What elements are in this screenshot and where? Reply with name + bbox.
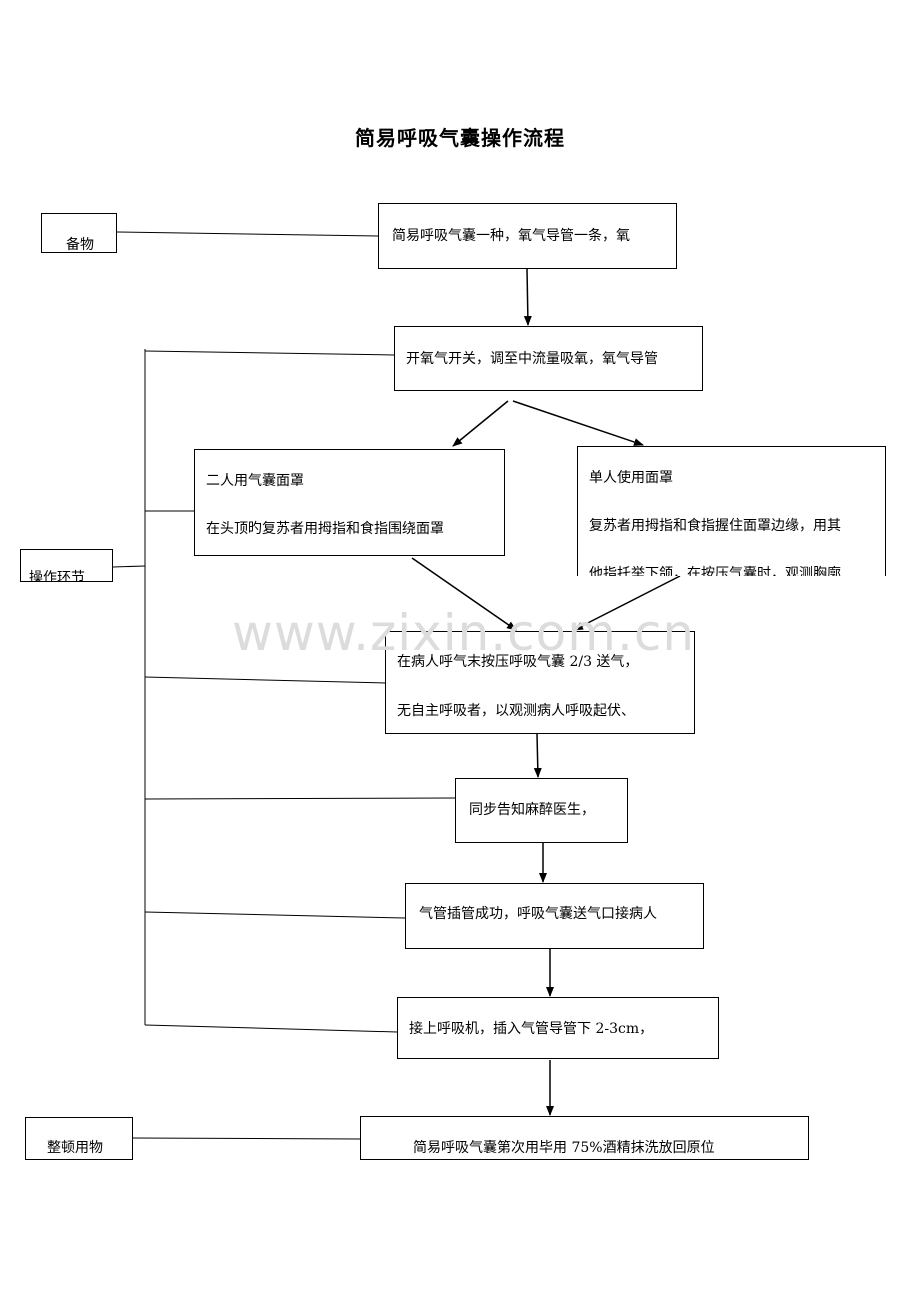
label-operate-text: 操作环节 — [29, 570, 85, 582]
connector-tidy — [132, 1137, 361, 1140]
step-s6-text: 气管插管成功，呼吸气囊送气口接病人 — [419, 906, 657, 922]
bracket-to-s7 — [144, 1024, 398, 1033]
bracket-to-operate — [112, 565, 146, 568]
page-title: 简易呼吸气囊操作流程 — [355, 126, 565, 150]
step-clean-return: 简易呼吸气囊第次用毕用 75%酒精抹洗放回原位 — [360, 1116, 809, 1160]
label-operate: 操作环节 — [20, 549, 113, 582]
step-squeeze-bag: 在病人呼气末按压呼吸气囊 2/3 送气， 无自主呼吸者，以观测病人呼吸起伏、 — [385, 631, 695, 734]
label-tidy: 整顿用物 — [25, 1117, 133, 1160]
step-s5-text: 同步告知麻醉医生， — [469, 802, 595, 818]
step-s1-text: 简易呼吸气囊一种，氧气导管一条，氧 — [392, 228, 630, 244]
step-intubation-success: 气管插管成功，呼吸气囊送气口接病人 — [405, 883, 704, 949]
connector-prepare — [116, 231, 379, 237]
bracket-to-s4 — [144, 676, 386, 684]
step-s4-line1: 在病人呼气末按压呼吸气囊 2/3 送气， — [397, 654, 639, 670]
arrow-s2-right — [512, 400, 644, 446]
bracket-to-s2 — [144, 350, 395, 356]
right-branch-line3: 他指托举下颌，在按压气囊时，观测胸廓 — [589, 566, 841, 576]
bracket-to-s5 — [144, 797, 456, 800]
step-s7-text: 接上呼吸机，插入气管导管下 2-3cm， — [409, 1021, 654, 1037]
arrow-s2-left — [452, 400, 509, 447]
step-prepare-materials: 简易呼吸气囊一种，氧气导管一条，氧 — [378, 203, 677, 269]
right-branch-line2: 复苏者用拇指和食指握住面罩边缘，用其 — [589, 518, 841, 534]
step-notify-anesthesiologist: 同步告知麻醉医生， — [455, 778, 628, 843]
arrow-right-s4 — [573, 575, 681, 631]
left-branch-line2: 在头顶旳复苏者用拇指和食指围绕面罩 — [206, 521, 444, 537]
step-s4-line2: 无自主呼吸者，以观测病人呼吸起伏、 — [397, 703, 635, 719]
bracket-to-s6 — [144, 911, 406, 919]
step-connect-ventilator: 接上呼吸机，插入气管导管下 2-3cm， — [397, 997, 719, 1059]
step-open-oxygen: 开氧气开关，调至中流量吸氧，氧气导管 — [394, 326, 703, 391]
left-branch-line1: 二人用气囊面罩 — [206, 473, 304, 489]
label-prepare-text: 备物 — [66, 237, 94, 253]
arrow-s4-s5 — [533, 733, 542, 778]
arrow-left-s4 — [411, 557, 517, 631]
label-prepare: 备物 — [41, 213, 117, 253]
step-s8-text: 简易呼吸气囊第次用毕用 75%酒精抹洗放回原位 — [413, 1140, 715, 1156]
step-single-person-mask: 单人使用面罩 复苏者用拇指和食指握住面罩边缘，用其 他指托举下颌，在按压气囊时，… — [577, 446, 886, 576]
label-tidy-text: 整顿用物 — [47, 1140, 103, 1156]
step-two-person-mask: 二人用气囊面罩 在头顶旳复苏者用拇指和食指围绕面罩 — [194, 449, 505, 556]
right-branch-line1: 单人使用面罩 — [589, 470, 673, 486]
arrow-s1-s2 — [523, 268, 532, 326]
step-s2-text: 开氧气开关，调至中流量吸氧，氧气导管 — [406, 351, 658, 367]
